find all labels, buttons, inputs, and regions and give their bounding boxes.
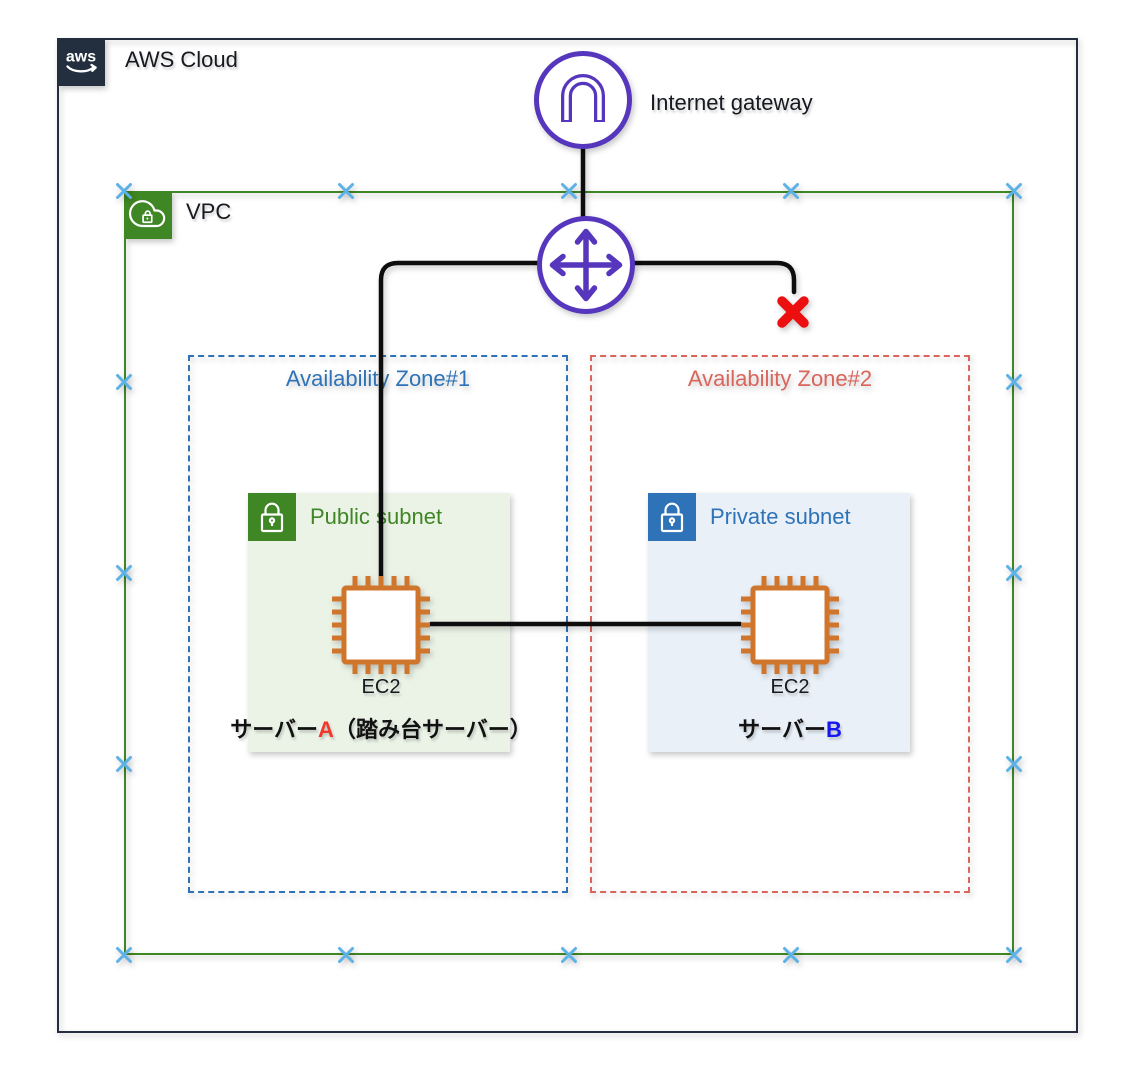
public-subnet-lock-icon	[248, 493, 296, 541]
server-b-name: サーバーB	[738, 712, 842, 744]
aws-cloud-label: AWS Cloud	[125, 47, 238, 72]
ec2-service-label: EC2	[361, 676, 401, 698]
aws-cloud-icon: aws	[56, 37, 105, 86]
wire-router-to-az2-blocked	[632, 260, 797, 295]
internet-gateway-label: Internet gateway	[650, 90, 813, 115]
server-a-name: サーバーA（踏み台サーバー）	[230, 712, 531, 744]
availability-zone-2-label: Availability Zone#2	[687, 366, 873, 391]
private-subnet-label: Private subnet	[710, 504, 851, 529]
availability-zone-1-label: Availability Zone#1	[285, 366, 471, 391]
vpc-label: VPC	[186, 199, 232, 224]
ec2-chip-icon	[332, 576, 430, 674]
connection-point-x-markers	[116, 183, 1022, 963]
server-a-name-prefix: サーバー	[230, 717, 319, 742]
aws-logo-text: aws	[65, 48, 95, 65]
ec2-service-label: EC2	[770, 676, 810, 698]
ec2-server-b: EC2 サーバーB	[738, 573, 842, 742]
ec2-chip-icon	[741, 576, 839, 674]
aws-cloud-group: aws	[56, 37, 1078, 1033]
public-subnet-label: Public subnet	[310, 504, 443, 529]
server-b-name-prefix: サーバー	[738, 717, 826, 742]
blocked-connection-icon	[777, 296, 809, 328]
internet-gateway-icon	[533, 50, 633, 150]
ec2-server-a: EC2 サーバーA（踏み台サーバー）	[230, 573, 532, 742]
server-b-name-highlight: B	[825, 717, 842, 742]
private-subnet-lock-icon	[648, 493, 696, 541]
wire-router-to-server-a	[378, 260, 540, 579]
server-a-name-suffix: （踏み台サーバー）	[333, 717, 532, 742]
server-a-name-highlight: A	[318, 717, 334, 742]
router-icon	[536, 215, 636, 315]
